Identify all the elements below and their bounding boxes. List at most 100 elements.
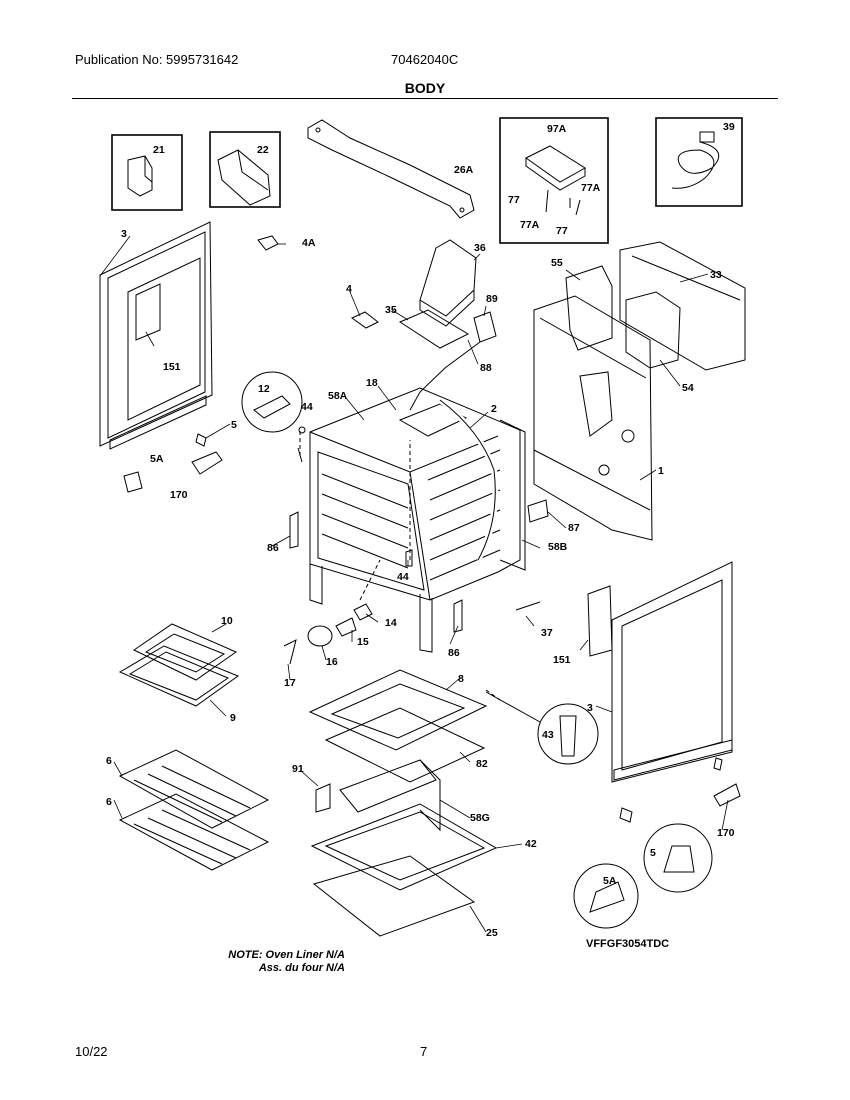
part-15-bulb	[335, 617, 357, 637]
label-3-right: 3	[587, 702, 593, 714]
label-1: 1	[658, 465, 664, 477]
part-170-bracket-right	[713, 783, 741, 807]
part-3-side-panel-left	[99, 221, 213, 447]
part-21-bracket	[127, 155, 153, 197]
part-trim-left	[109, 395, 207, 450]
label-82: 82	[476, 758, 488, 770]
label-26A: 26A	[454, 164, 474, 176]
label-151-right: 151	[553, 654, 571, 666]
part-33-rear-panel	[619, 241, 746, 371]
label-86-right: 86	[448, 647, 460, 659]
part-43-screw	[559, 715, 577, 757]
part-14-socket	[353, 603, 373, 621]
part-55-cover	[565, 265, 613, 351]
label-6-upper: 6	[106, 755, 112, 767]
model-reference: 70462040C	[391, 52, 459, 67]
part-58B-insulation	[499, 419, 526, 571]
label-25: 25	[486, 927, 498, 939]
part-88-wire	[409, 341, 481, 411]
model-code: VFFGF3054TDC	[586, 938, 670, 950]
part-12-lamp-socket	[241, 371, 303, 433]
label-87: 87	[568, 522, 580, 534]
label-86-left: 86	[267, 542, 279, 554]
part-6-oven-rack-upper	[118, 749, 270, 829]
label-35: 35	[385, 304, 397, 316]
part-5-leveler	[663, 845, 695, 873]
part-screw-right	[713, 757, 723, 771]
part-58G-burner-box	[339, 759, 441, 832]
label-58B: 58B	[548, 541, 568, 553]
inset-box-22	[209, 131, 281, 208]
label-5A-left: 5A	[150, 453, 164, 465]
label-9: 9	[230, 712, 236, 724]
label-36: 36	[474, 242, 486, 254]
part-1-back-panel	[533, 295, 653, 541]
note-oven-liner-fr: Ass. du four N/A	[258, 962, 345, 974]
part-5A-small-right	[619, 807, 633, 823]
label-10: 10	[221, 615, 233, 627]
part-35-plate	[398, 309, 470, 349]
label-2: 2	[491, 403, 497, 415]
part-36-duct	[419, 239, 477, 327]
label-89: 89	[486, 293, 498, 305]
part-170-bracket-left	[191, 451, 223, 475]
part-44-clip-lower	[405, 549, 413, 567]
part-82-heat-shield	[324, 707, 486, 783]
part-151-bracket-right	[587, 585, 613, 657]
inset-box-97A	[499, 117, 609, 244]
part-5-leveler-callout	[643, 823, 713, 893]
inset-boxes	[111, 117, 743, 244]
header-rule	[72, 98, 778, 99]
section-title: BODY	[404, 80, 446, 96]
label-5-right: 5	[650, 847, 656, 859]
label-4A: 4A	[302, 237, 316, 249]
label-3-left: 3	[121, 228, 127, 240]
part-16-lens	[307, 625, 333, 647]
part-5A-leg-left	[123, 471, 143, 493]
label-170-right: 170	[717, 827, 735, 839]
part-26A-brace	[307, 119, 475, 219]
page-number: 7	[420, 1044, 428, 1059]
part-6-oven-rack-lower	[118, 793, 270, 871]
part-43-screw-callout	[537, 703, 599, 765]
label-170-left: 170	[170, 489, 188, 501]
part-screw-mid	[297, 447, 303, 463]
leader-lines	[99, 235, 729, 933]
part-5A-leg-callout	[573, 863, 639, 929]
label-77A-b: 77A	[520, 219, 540, 231]
label-33: 33	[710, 269, 722, 281]
label-58G: 58G	[470, 812, 490, 824]
label-5-left: 5	[231, 419, 237, 431]
label-17: 17	[284, 677, 296, 689]
label-22: 22	[257, 144, 269, 156]
label-18: 18	[366, 377, 378, 389]
label-43: 43	[542, 729, 554, 741]
part-4-bracket	[351, 311, 379, 329]
label-5A-right: 5A	[603, 875, 617, 887]
label-37: 37	[541, 627, 553, 639]
part-37-rod	[515, 601, 541, 611]
label-4: 4	[346, 283, 352, 295]
oven-cavity	[309, 387, 521, 653]
label-6-lower: 6	[106, 796, 112, 808]
label-39: 39	[723, 121, 735, 133]
label-12: 12	[258, 383, 270, 395]
label-91: 91	[292, 763, 304, 775]
part-86-hinge-right	[453, 599, 463, 633]
part-86-hinge-left	[289, 511, 299, 549]
part-8-oven-bottom	[308, 669, 488, 751]
label-151-left: 151	[163, 361, 181, 373]
inset-box-39	[655, 117, 743, 207]
part-5-leveler-left	[195, 433, 207, 447]
label-44-lower: 44	[397, 571, 409, 583]
label-77-b: 77	[556, 225, 568, 237]
label-58A: 58A	[328, 390, 348, 402]
part-9-broil-pan-tray	[118, 645, 240, 707]
part-10-broil-pan	[133, 623, 238, 681]
part-54-cover	[625, 291, 681, 369]
publication-number: Publication No: 5995731642	[75, 52, 239, 67]
part-97A-control-board	[525, 145, 586, 216]
label-14: 14	[385, 617, 397, 629]
inset-box-21	[111, 134, 183, 211]
